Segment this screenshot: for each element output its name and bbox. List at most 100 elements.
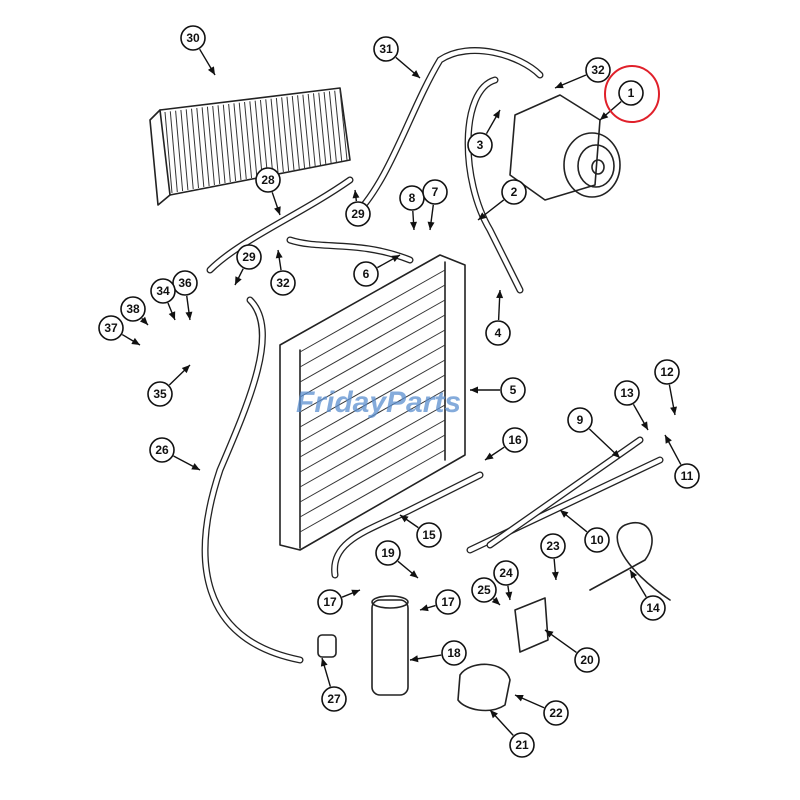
leader-arrowhead — [409, 570, 418, 578]
leader-arrowhead — [235, 276, 242, 285]
callout-circle — [373, 36, 399, 62]
callout-38[interactable]: 38 — [120, 296, 146, 322]
callout-circle — [585, 57, 611, 83]
callout-number: 38 — [126, 302, 140, 316]
callout-32[interactable]: 32 — [270, 270, 296, 296]
callout-circle — [416, 522, 442, 548]
callout-25[interactable]: 25 — [471, 577, 497, 603]
callout-number: 6 — [363, 267, 370, 281]
callout-34[interactable]: 34 — [150, 278, 176, 304]
callout-29[interactable]: 29 — [345, 201, 371, 227]
callout-3[interactable]: 3 — [467, 132, 493, 158]
callout-32[interactable]: 32 — [585, 57, 611, 83]
leader-arrowhead — [670, 406, 677, 415]
callout-24[interactable]: 24 — [493, 560, 519, 586]
callout-circle — [584, 527, 610, 553]
callout-21[interactable]: 21 — [509, 732, 535, 758]
compressor — [509, 94, 621, 201]
callout-number: 8 — [409, 191, 416, 205]
callout-15[interactable]: 15 — [416, 522, 442, 548]
callout-22[interactable]: 22 — [543, 700, 569, 726]
callout-circle — [180, 25, 206, 51]
leader-arrowhead — [427, 221, 435, 230]
callout-29[interactable]: 29 — [236, 244, 262, 270]
callout-13[interactable]: 13 — [614, 380, 640, 406]
callout-36[interactable]: 36 — [172, 270, 198, 296]
callout-number: 22 — [549, 706, 563, 720]
callout-circle — [500, 377, 526, 403]
callout-circle — [501, 179, 527, 205]
callout-27[interactable]: 27 — [321, 686, 347, 712]
callout-8[interactable]: 8 — [399, 185, 425, 211]
leader-arrowhead — [191, 463, 200, 470]
callout-number: 23 — [546, 539, 560, 553]
callout-10[interactable]: 10 — [584, 527, 610, 553]
leader-arrowhead — [611, 449, 620, 458]
callout-circle — [422, 179, 448, 205]
leader-arrowhead — [496, 290, 504, 299]
callout-number: 20 — [580, 653, 594, 667]
leader-arrowhead — [420, 604, 429, 612]
callout-circle — [270, 270, 296, 296]
callout-28[interactable]: 28 — [255, 167, 281, 193]
leader-arrowhead — [320, 658, 328, 667]
callout-circle — [150, 278, 176, 304]
condenser — [279, 254, 466, 551]
leader-arrowhead — [490, 710, 498, 719]
callout-number: 17 — [323, 595, 337, 609]
callout-37[interactable]: 37 — [98, 315, 124, 341]
receiver-drier — [371, 595, 409, 696]
callout-number: 36 — [178, 276, 192, 290]
callout-circle — [345, 201, 371, 227]
callout-circle — [654, 359, 680, 385]
callout-number: 34 — [156, 284, 170, 298]
callout-18[interactable]: 18 — [441, 640, 467, 666]
callout-9[interactable]: 9 — [567, 407, 593, 433]
callout-11[interactable]: 11 — [674, 463, 700, 489]
leader-arrowhead — [555, 81, 564, 89]
callout-number: 19 — [381, 546, 395, 560]
leader-arrowhead — [545, 630, 554, 638]
callout-16[interactable]: 16 — [502, 427, 528, 453]
callout-number: 35 — [153, 387, 167, 401]
watermark: FridayParts — [296, 386, 461, 419]
callout-35[interactable]: 35 — [147, 381, 173, 407]
callout-number: 26 — [155, 443, 169, 457]
callout-30[interactable]: 30 — [180, 25, 206, 51]
callout-circle — [574, 647, 600, 673]
callout-number: 9 — [577, 413, 584, 427]
callout-1[interactable]: 1 — [618, 80, 644, 106]
hoses — [201, 47, 664, 664]
callout-circle — [147, 381, 173, 407]
callout-number: 17 — [441, 595, 455, 609]
callout-17[interactable]: 17 — [317, 589, 343, 615]
leader-arrowhead — [274, 206, 281, 215]
callout-19[interactable]: 19 — [375, 540, 401, 566]
leader-arrowhead — [515, 695, 524, 702]
callout-number: 21 — [515, 738, 529, 752]
callout-20[interactable]: 20 — [574, 647, 600, 673]
callout-2[interactable]: 2 — [501, 179, 527, 205]
callout-23[interactable]: 23 — [540, 533, 566, 559]
callout-number: 13 — [620, 386, 634, 400]
callout-circle — [493, 560, 519, 586]
callout-number: 29 — [351, 207, 365, 221]
callout-7[interactable]: 7 — [422, 179, 448, 205]
callout-17[interactable]: 17 — [435, 589, 461, 615]
callout-5[interactable]: 5 — [500, 377, 526, 403]
callout-number: 4 — [495, 326, 502, 340]
callout-circle — [502, 427, 528, 453]
callout-4[interactable]: 4 — [485, 320, 511, 346]
callout-circle — [674, 463, 700, 489]
callout-6[interactable]: 6 — [353, 261, 379, 287]
callout-12[interactable]: 12 — [654, 359, 680, 385]
leader-arrowhead — [275, 250, 283, 259]
callout-circle — [471, 577, 497, 603]
leader-arrowhead — [630, 570, 638, 579]
callout-31[interactable]: 31 — [373, 36, 399, 62]
callout-26[interactable]: 26 — [149, 437, 175, 463]
callout-circle — [321, 686, 347, 712]
callout-circle — [614, 380, 640, 406]
callout-14[interactable]: 14 — [640, 595, 666, 621]
leader-arrowhead — [168, 311, 176, 320]
